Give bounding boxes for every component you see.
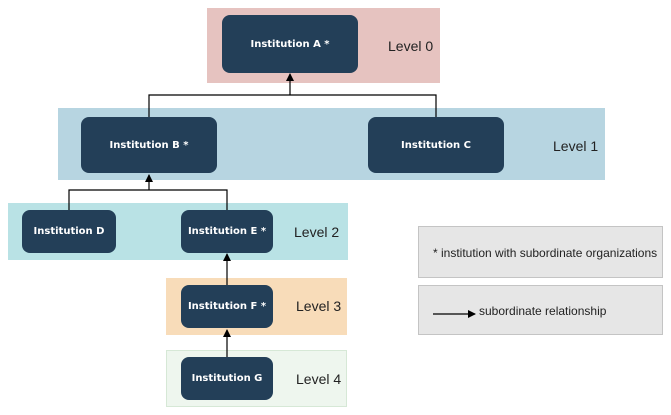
- level-2-label: Level 2: [294, 224, 340, 240]
- node-institution-b: Institution B *: [81, 117, 217, 173]
- level-3-label: Level 3: [296, 298, 342, 314]
- legend-arrow-icon: [433, 310, 476, 318]
- legend-arrow-text: subordinate relationship: [479, 304, 607, 318]
- edge-e-to-b: [149, 189, 228, 210]
- node-institution-f: Institution F *: [181, 285, 273, 328]
- legend-arrow-box: subordinate relationship: [418, 285, 663, 335]
- node-institution-d: Institution D: [22, 210, 116, 253]
- legend-asterisk-text: * institution with subordinate organizat…: [433, 246, 658, 260]
- level-0-label: Level 0: [388, 38, 434, 54]
- node-institution-c: Institution C: [368, 117, 504, 173]
- node-institution-e: Institution E *: [181, 210, 273, 253]
- edge-c-to-a: [290, 94, 437, 117]
- node-institution-a: Institution A *: [222, 15, 358, 73]
- level-4-label: Level 4: [296, 371, 342, 387]
- node-institution-g: Institution G: [181, 357, 273, 400]
- legend-asterisk-box: * institution with subordinate organizat…: [418, 226, 663, 278]
- level-1-label: Level 1: [553, 138, 599, 154]
- edge-d-to-b: [68, 189, 149, 210]
- edge-b-to-a: [148, 94, 290, 117]
